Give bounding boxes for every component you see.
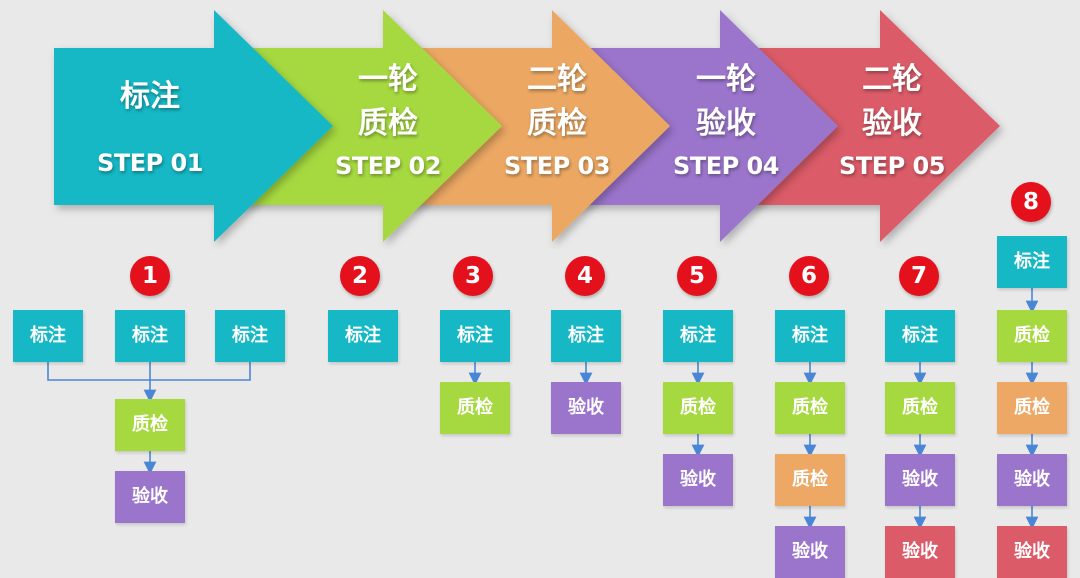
flow-3-annotate: 标注 [440,310,510,362]
flow-8-qc1: 质检 [997,310,1067,362]
flow-badge-6: 6 [789,256,829,296]
flow-badge-1: 1 [130,256,170,296]
flow-badge-8: 8 [1011,182,1051,222]
step-arrow-5 [730,10,1000,242]
flow-3-qc: 质检 [440,382,510,434]
flow-7-qc: 质检 [885,382,955,434]
flow-7-accept1: 验收 [885,454,955,506]
flow-7-annotate: 标注 [885,310,955,362]
step-arrow-3 [395,10,670,242]
step-arrow-1 [54,10,333,242]
flow-5-accept: 验收 [663,454,733,506]
flow-badge-7: 7 [899,256,939,296]
flow-4-accept: 验收 [551,382,621,434]
step-2-label: 一轮 质检 STEP 02 [318,58,458,180]
step-2-title-line2: 质检 [358,106,418,141]
flow-1-accept: 验收 [115,471,185,523]
flow-6-annotate: 标注 [775,310,845,362]
flow-8-accept2: 验收 [997,526,1067,578]
step-3-label: 二轮 质检 STEP 03 [487,58,627,180]
step-5-title-line2: 验收 [862,106,922,141]
step-4-title-line1: 一轮 [696,62,756,97]
flow-badge-4: 4 [565,256,605,296]
step-3-number: STEP 03 [504,152,610,180]
step-5-title-line1: 二轮 [862,62,922,97]
flow-4-annotate: 标注 [551,310,621,362]
flow-8-annotate: 标注 [997,236,1067,288]
flow-6-qc1: 质检 [775,382,845,434]
flow-1-qc: 质检 [115,399,185,451]
flow-1-annotate-b: 标注 [115,310,185,362]
flow-5-qc: 质检 [663,382,733,434]
step-2-number: STEP 02 [335,152,441,180]
step-5-label: 二轮 验收 STEP 05 [822,58,962,180]
step-arrows [54,10,1000,242]
connector-flow-1-merge [47,362,251,381]
step-4-title-line2: 验收 [696,106,756,141]
flow-badge-5: 5 [677,256,717,296]
flow-8-qc2: 质检 [997,382,1067,434]
step-3-title-line1: 二轮 [527,62,587,97]
step-4-number: STEP 04 [673,152,779,180]
flow-6-qc2: 质检 [775,454,845,506]
flow-8-accept1: 验收 [997,454,1067,506]
step-5-number: STEP 05 [839,152,945,180]
flow-6-accept: 验收 [775,526,845,578]
step-4-label: 一轮 验收 STEP 04 [656,58,796,180]
step-2-title-line1: 一轮 [358,62,418,97]
flow-1-annotate-a: 标注 [13,310,83,362]
flow-1-annotate-c: 标注 [215,310,285,362]
flow-5-annotate: 标注 [663,310,733,362]
flow-badge-2: 2 [340,256,380,296]
step-1-title: 标注 [120,79,180,114]
flow-badge-3: 3 [453,256,493,296]
step-1-label: 标注 STEP 01 [85,75,215,177]
step-arrow-4 [560,10,838,242]
flow-2-annotate: 标注 [328,310,398,362]
step-arrow-2 [228,10,502,242]
flow-7-accept2: 验收 [885,526,955,578]
step-3-title-line2: 质检 [527,106,587,141]
step-1-number: STEP 01 [97,149,203,177]
